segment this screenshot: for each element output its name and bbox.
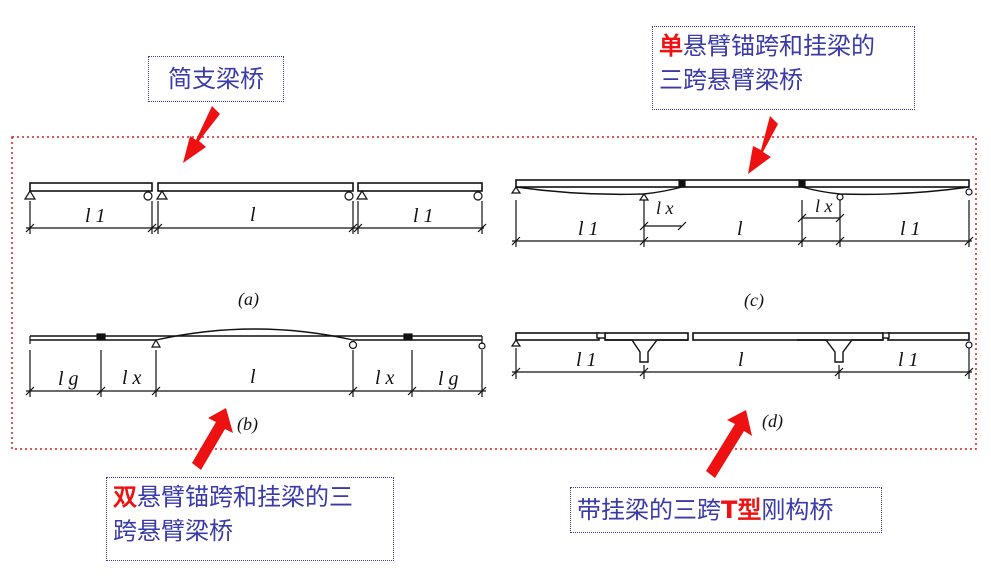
callout-t-prefix: 带挂梁的三跨	[577, 496, 721, 524]
highlight-t: T型	[721, 496, 762, 524]
callout-single-cantilever: 单悬臂锚跨和挂梁的 三跨悬臂梁桥	[652, 26, 915, 110]
highlight-double: 双	[113, 483, 137, 511]
callout-simple-beam-text: 简支梁桥	[168, 65, 264, 93]
span-label-b-5: l g	[438, 368, 459, 390]
outer-frame	[11, 136, 977, 450]
span-label-c-1: l 1	[578, 218, 599, 240]
span-label-c-3: l	[737, 218, 743, 240]
support-a-roller-2	[344, 191, 354, 201]
span-label-d-2: l	[738, 349, 744, 371]
highlight-single: 单	[659, 32, 683, 60]
span-label-c-5: l 1	[900, 218, 921, 240]
arrow-d-icon	[706, 410, 752, 478]
callout-t-frame: 带挂梁的三跨T型刚构桥	[570, 487, 882, 533]
span-label-b-2: l x	[122, 367, 142, 389]
callout-double-line1-text: 悬臂锚跨和挂梁的三	[137, 483, 353, 511]
arrow-b-icon	[192, 408, 233, 470]
girder-a2	[157, 182, 354, 192]
callout-single-line1: 单悬臂锚跨和挂梁的	[659, 29, 908, 63]
span-label-c-4: l x	[815, 196, 833, 216]
callout-double-cantilever: 双悬臂锚跨和挂梁的三 跨悬臂梁桥	[106, 477, 394, 561]
callout-simple-beam: 简支梁桥	[148, 56, 284, 102]
caption-c: (c)	[744, 290, 764, 311]
span-label-d-1: l 1	[576, 349, 597, 371]
support-a-roller-3	[473, 191, 483, 201]
span-label-c-2: l x	[656, 198, 674, 218]
diagram-d	[510, 332, 974, 379]
span-label-b-1: l g	[58, 368, 79, 390]
callout-double-line1: 双悬臂锚跨和挂梁的三	[113, 480, 387, 514]
span-label-a-3: l 1	[413, 205, 434, 227]
callout-single-line1-text: 悬臂锚跨和挂梁的	[683, 32, 875, 60]
arrow-c-icon	[748, 116, 778, 174]
caption-d: (d)	[762, 411, 783, 432]
diagram-c	[510, 179, 974, 247]
span-label-a-1: l 1	[85, 205, 106, 227]
diagram-a	[23, 182, 487, 234]
support-a-pin-2	[155, 189, 169, 200]
caption-b: (b)	[237, 414, 258, 435]
span-label-b-4: l x	[375, 367, 395, 389]
arrow-a-icon	[183, 106, 220, 163]
span-label-d-3: l 1	[898, 349, 919, 371]
span-label-a-2: l	[250, 204, 256, 226]
callout-t-suffix: 刚构桥	[761, 496, 834, 524]
girder-a1	[29, 182, 153, 192]
span-label-b-3: l	[250, 366, 256, 388]
support-a-pin-3	[355, 189, 369, 200]
callout-single-line2: 三跨悬臂梁桥	[659, 66, 803, 94]
caption-a: (a)	[238, 289, 259, 310]
diagram-b	[25, 328, 487, 397]
support-a-roller-1	[143, 191, 153, 201]
girder-a3	[357, 182, 483, 192]
support-a-pin-1	[23, 189, 37, 200]
callout-double-line2: 跨悬臂梁桥	[113, 517, 233, 545]
